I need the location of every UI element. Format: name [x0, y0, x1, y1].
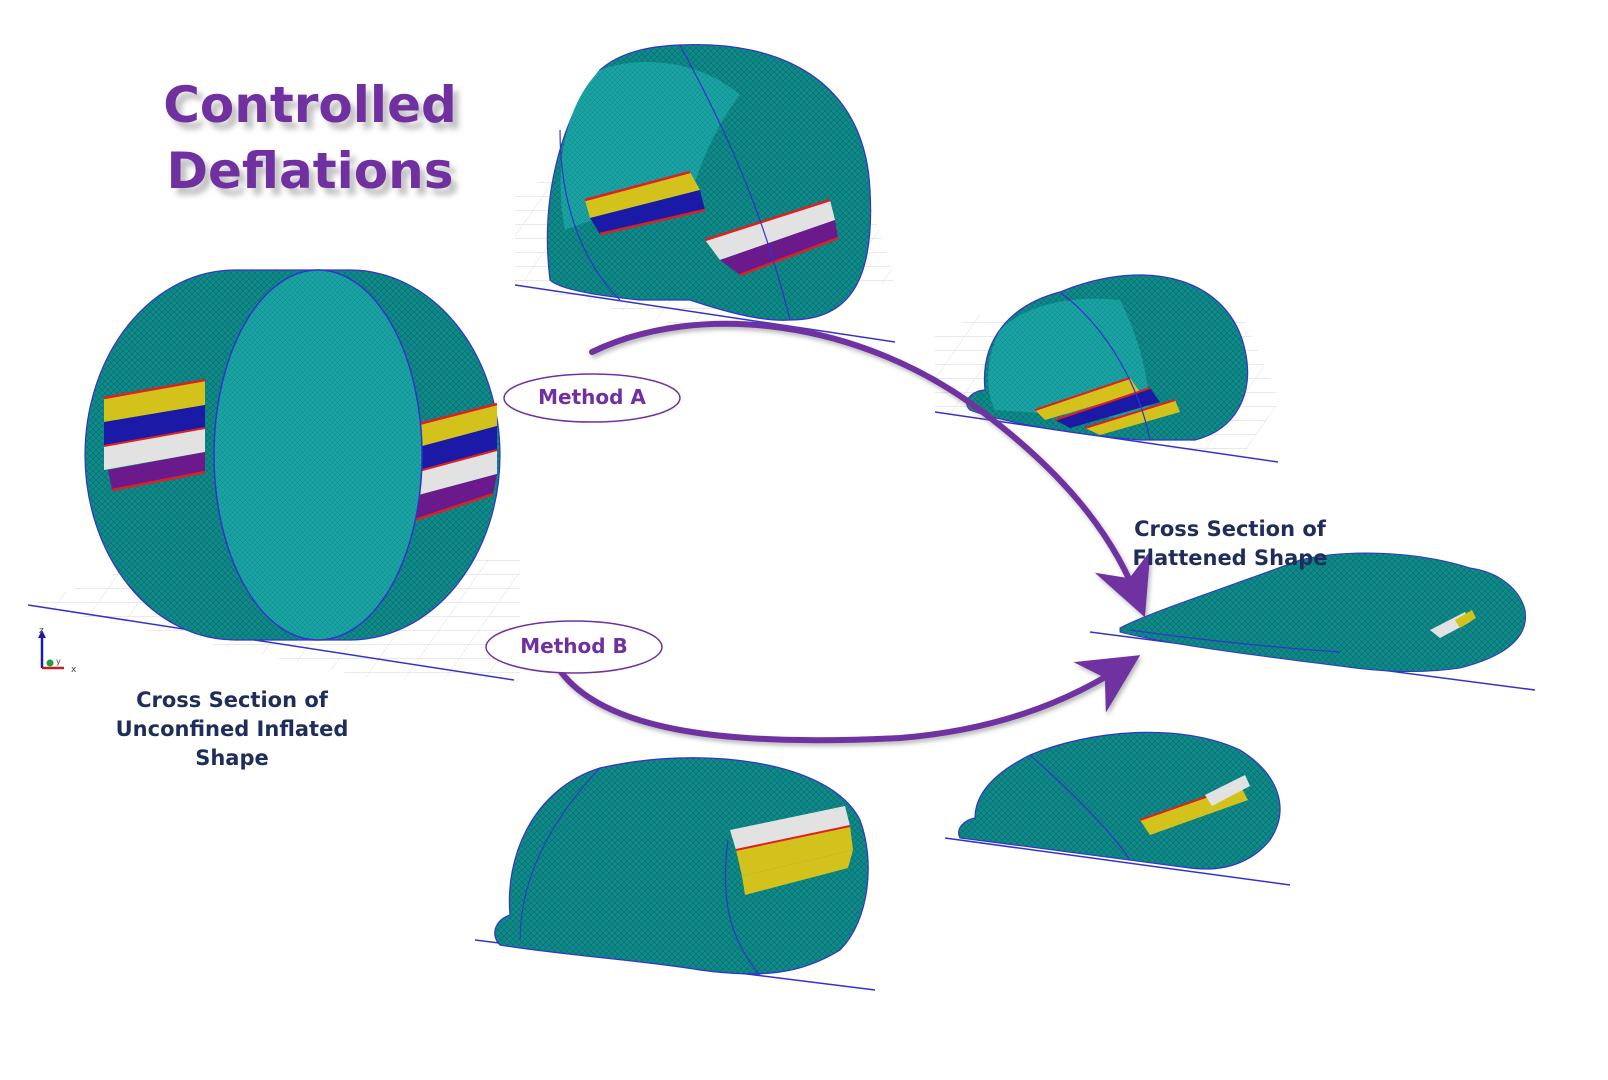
- method-b-label: Method B: [520, 634, 628, 658]
- inflated-caption: Cross Section of Unconfined Inflated Sha…: [82, 686, 382, 773]
- floor-axis-line: [944, 837, 1291, 886]
- flattened-caption-line-1: Cross Section of: [1134, 517, 1326, 541]
- cylinder-front-face: [213, 269, 423, 641]
- method-b-stage-2-model: [944, 731, 1291, 886]
- y-axis-label: y: [56, 657, 61, 666]
- axis-triad: z y x: [38, 626, 77, 675]
- method-a-ellipse: [503, 373, 681, 423]
- method-b-ellipse: [485, 620, 663, 674]
- title-line-1: Controlled: [163, 76, 457, 134]
- title-line-2: Deflations: [166, 142, 454, 200]
- inflated-shape-model: [27, 269, 520, 681]
- method-b-arrow: [552, 655, 1141, 744]
- deformed-body: [494, 757, 869, 975]
- flattened-caption: Cross Section of Flattened Shape: [1100, 515, 1360, 573]
- method-a-arrow: [589, 320, 1151, 618]
- floor-axis-line: [514, 284, 896, 343]
- method-a-label: Method A: [538, 385, 646, 409]
- floor-axis-line: [27, 604, 515, 681]
- right-strip-band: [414, 402, 498, 522]
- flattened-shape-model: [1089, 552, 1536, 691]
- deformed-body: [958, 731, 1281, 870]
- flattened-caption-line-2: Flattened Shape: [1132, 546, 1328, 570]
- y-axis-marker: [46, 659, 54, 667]
- z-axis-label: z: [39, 626, 44, 636]
- method-b-stage-1-model: [474, 757, 876, 991]
- inflated-caption-line-1: Cross Section of: [136, 688, 328, 712]
- method-a-stage-2-model: [934, 274, 1280, 463]
- left-strip-band: [103, 378, 206, 492]
- x-axis-label: x: [71, 665, 77, 675]
- interior-face: [560, 62, 740, 231]
- method-a-stage-1-model: [514, 43, 896, 343]
- inflated-caption-line-2: Unconfined Inflated Shape: [115, 717, 349, 770]
